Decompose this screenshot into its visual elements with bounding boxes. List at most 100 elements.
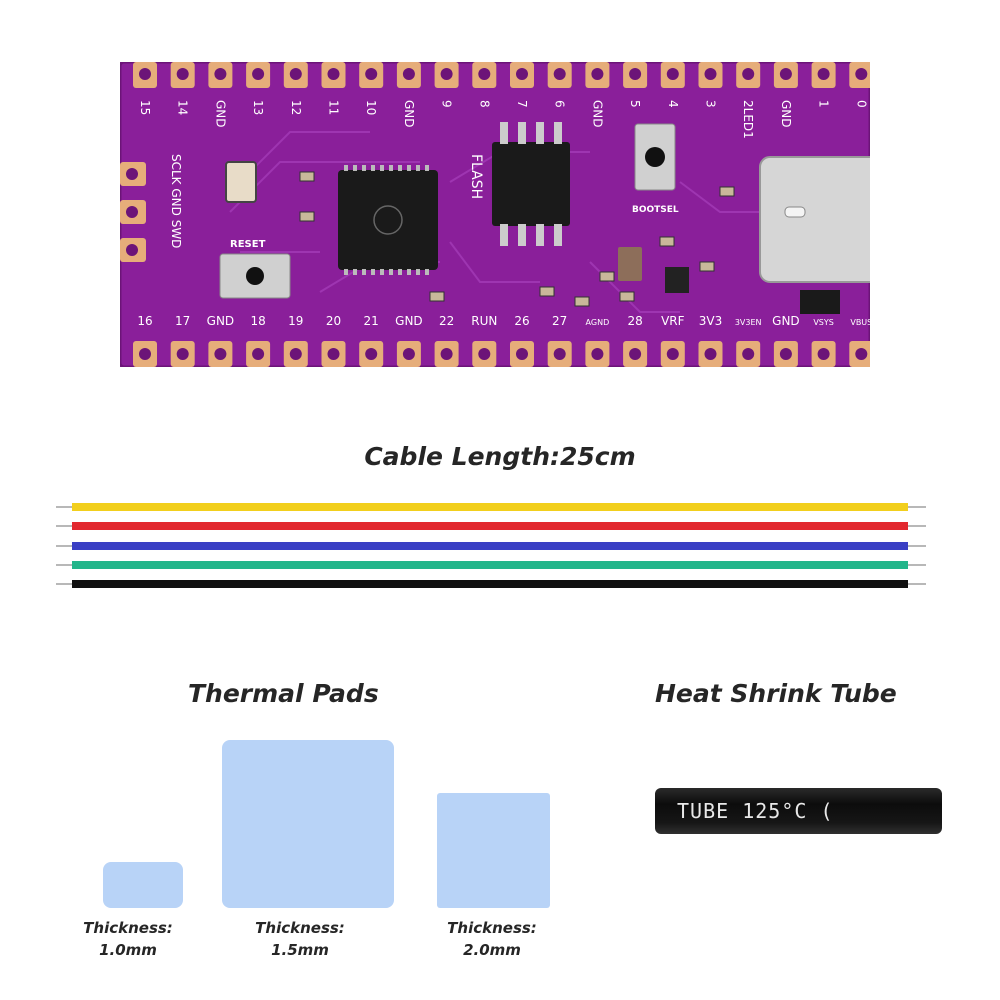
pin-hole	[327, 348, 340, 360]
bottom-pin-label: AGND	[586, 318, 610, 327]
cable-length-title: Cable Length:25cm	[364, 442, 636, 471]
swd-pad-hole	[126, 206, 138, 218]
smd-component	[599, 271, 615, 282]
pin-hole	[327, 68, 340, 80]
smd-component	[619, 291, 635, 302]
top-pin-label: 3	[704, 100, 718, 108]
bottom-pin-label: 27	[552, 314, 567, 328]
smd-component	[574, 296, 590, 307]
caption-value: 1.5mm	[271, 941, 329, 959]
thermal-pad-1-5mm	[222, 740, 394, 908]
tube-print-text: TUBE 125°C (	[677, 799, 834, 823]
smd-component	[299, 211, 315, 222]
pin-hole	[139, 68, 151, 80]
pin-hole	[402, 348, 415, 360]
heat-shrink-tube-title: Heat Shrink Tube	[655, 679, 897, 708]
reset-label: RESET	[230, 239, 266, 250]
bottom-pin-label: 17	[175, 314, 190, 328]
smd-component	[699, 261, 715, 272]
smd-component	[659, 236, 675, 247]
pin-hole	[779, 348, 792, 360]
bottom-pin-label: VRF	[661, 314, 685, 328]
top-pin-label: 15	[138, 100, 152, 115]
top-pin-label: 5	[628, 100, 642, 108]
wire	[72, 542, 908, 550]
top-pin-label: GND	[402, 100, 416, 128]
caption-label: Thickness:	[255, 919, 345, 937]
smd-component	[429, 291, 445, 302]
pin-hole	[289, 348, 302, 360]
caption-label: Thickness:	[83, 919, 173, 937]
pin-hole	[139, 348, 151, 360]
bottom-pin-label: 28	[627, 314, 642, 328]
thermal-pads-title: Thermal Pads	[188, 679, 379, 708]
pin-hole	[553, 68, 566, 80]
chip-pin	[398, 269, 402, 275]
pin-hole	[629, 348, 642, 360]
wire	[72, 561, 908, 569]
top-pin-label: 4	[666, 100, 680, 108]
thermal-pad-1mm	[103, 862, 183, 908]
pcb-trace	[449, 241, 540, 283]
thermal-pad-caption-2: Thickness: 1.5mm	[230, 917, 370, 961]
bottom-pin-label: VBUS	[850, 318, 870, 327]
top-pin-label: 14	[176, 100, 190, 115]
top-pin-label: 6	[553, 100, 567, 108]
bottom-pin-label: 20	[326, 314, 341, 328]
chip-pin	[416, 269, 420, 275]
bootsel-button-knob	[645, 147, 665, 167]
flash-chip-pin	[500, 224, 508, 246]
flash-chip-pin	[554, 122, 562, 144]
bottom-pin-label: VSYS	[813, 318, 834, 327]
pin-hole	[779, 68, 792, 80]
caption-label: Thickness:	[447, 919, 537, 937]
chip-pin	[407, 165, 411, 171]
pin-hole	[289, 68, 302, 80]
smd-component	[719, 186, 735, 197]
regulator-chip	[665, 267, 689, 293]
top-pin-label: GND	[779, 100, 793, 128]
wire	[72, 522, 908, 530]
pin-hole	[855, 68, 868, 80]
chip-pin	[425, 269, 429, 275]
top-pin-label: 11	[327, 100, 341, 115]
pin-hole	[817, 348, 830, 360]
pin-hole	[176, 68, 189, 80]
chip-pin	[344, 269, 348, 275]
pin-hole	[742, 68, 755, 80]
pin-hole	[440, 348, 453, 360]
bottom-pin-label: 19	[288, 314, 303, 328]
smd-component	[539, 286, 555, 297]
chip-pin	[362, 165, 366, 171]
pin-hole	[214, 348, 227, 360]
smd-component	[299, 171, 315, 182]
top-pin-label: 0	[854, 100, 868, 108]
chip-pin	[416, 165, 420, 171]
thermal-pad-caption-3: Thickness: 2.0mm	[422, 917, 562, 961]
pin-hole	[478, 348, 491, 360]
flash-chip-pin	[554, 224, 562, 246]
pin-hole	[252, 348, 265, 360]
chip-pin	[380, 165, 384, 171]
pin-hole	[516, 68, 528, 80]
bottom-pin-label: 21	[364, 314, 379, 328]
top-pin-label: 8	[477, 100, 491, 108]
pin-hole	[629, 68, 642, 80]
crystal-component	[225, 161, 257, 203]
pin-hole	[666, 68, 679, 80]
pin-hole	[553, 348, 566, 360]
chip-pin	[353, 269, 357, 275]
pin-hole	[666, 348, 679, 360]
bootsel-label: BOOTSEL	[632, 205, 679, 215]
wire	[72, 580, 908, 588]
rp2040-chip	[338, 170, 438, 270]
flash-chip-pin	[500, 122, 508, 144]
swd-side-label: SCLK GND SWD	[169, 154, 183, 248]
top-pin-label: GND	[213, 100, 227, 128]
flash-chip-pin	[518, 224, 526, 246]
bottom-pin-label: 26	[514, 314, 529, 328]
swd-pad-hole	[126, 244, 138, 256]
top-pin-label: 10	[364, 100, 378, 115]
bottom-pin-label: 22	[439, 314, 454, 328]
